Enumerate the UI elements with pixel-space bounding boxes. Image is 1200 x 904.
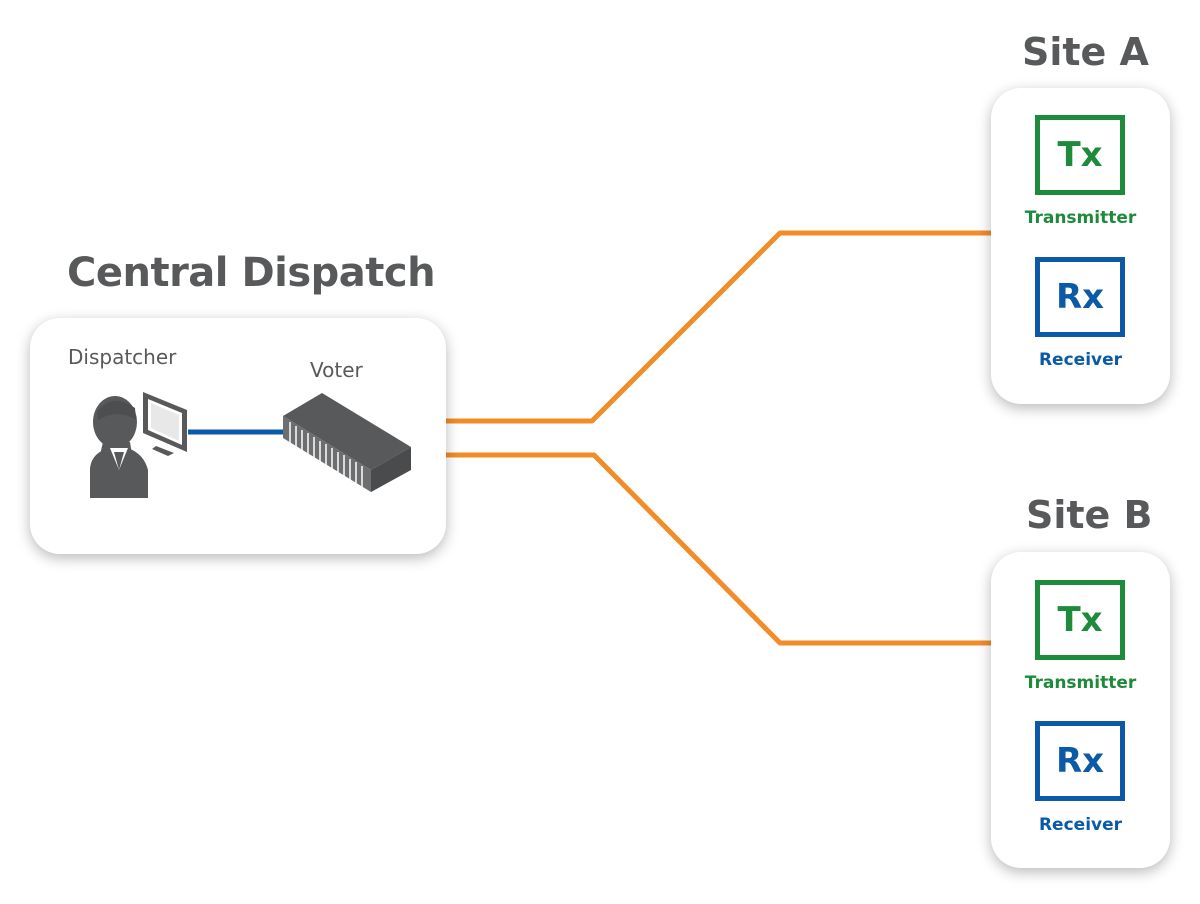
site-a-tx-text: Tx [1057,135,1103,175]
site-a-transmitter-label: Transmitter [1024,208,1137,228]
site-a-title: Site A [1022,30,1149,74]
site-a-panel [991,88,1170,404]
link-voter-to-site-a [368,230,991,424]
site-b-tx-box: Tx [1035,580,1125,660]
site-b-title: Site B [1026,493,1153,537]
site-a-rx-box: Rx [1035,257,1125,337]
site-b-rx-box: Rx [1035,721,1125,801]
link-voter-to-site-b [412,452,991,646]
site-b-transmitter-label: Transmitter [1024,673,1137,693]
central-dispatch-title: Central Dispatch [67,250,436,296]
site-a-tx-box: Tx [1035,115,1125,195]
site-b-receiver-label: Receiver [1038,815,1123,835]
site-b-rx-text: Rx [1055,741,1105,781]
site-b-panel [991,552,1170,868]
dispatcher-label: Dispatcher [68,345,177,369]
site-a-receiver-label: Receiver [1038,350,1123,370]
voter-rack-unit-icon [283,393,411,492]
dispatcher-person-computer-icon [90,392,187,498]
voter-label: Voter [310,358,363,382]
site-b-tx-text: Tx [1057,600,1103,640]
site-a-rx-text: Rx [1055,277,1105,317]
